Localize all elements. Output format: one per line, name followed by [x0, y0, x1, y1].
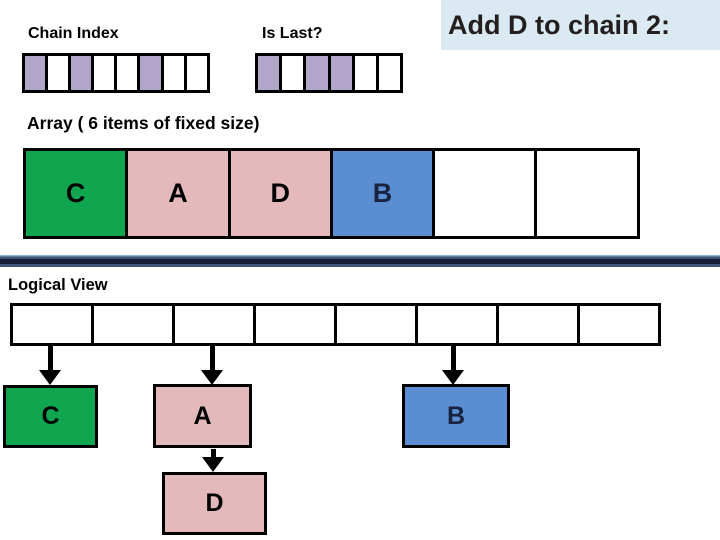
chain-index-label: Chain Index — [28, 25, 119, 42]
array-cells-cell — [534, 148, 640, 239]
is-last-cells-cell — [375, 53, 404, 93]
node-box-a: A — [153, 384, 252, 448]
arrow-head — [202, 457, 224, 472]
is-last-label: Is Last? — [262, 25, 323, 42]
arrow-down-to-node-c-icon — [39, 346, 61, 385]
logical-view-label: Logical View — [8, 276, 108, 294]
is-last-cells-cell — [255, 53, 283, 93]
node-d-label: D — [205, 489, 224, 517]
chain-index-cells-cell — [114, 53, 141, 93]
is-last-cells-cell — [279, 53, 307, 93]
arrow-down-to-node-b-icon — [442, 346, 464, 385]
logical-view-cells-cell — [253, 303, 337, 346]
node-c-label: C — [41, 402, 60, 430]
array-label: Array ( 6 items of fixed size) — [27, 113, 260, 133]
logical-view-cells-cell — [496, 303, 580, 346]
chain-index-cells — [22, 53, 210, 93]
arrow-head — [39, 370, 61, 385]
arrow-stem — [47, 346, 53, 370]
arrow-stem — [210, 449, 216, 457]
array-cells-cell: C — [23, 148, 129, 239]
node-box-c: C — [3, 385, 98, 448]
logical-view-cells-cell — [334, 303, 418, 346]
is-last-cells — [255, 53, 404, 93]
logical-view-cells — [10, 303, 661, 346]
chain-index-cells-cell — [22, 53, 49, 93]
is-last-cells-cell — [303, 53, 331, 93]
node-box-d: D — [162, 472, 267, 535]
node-b-label: B — [446, 401, 466, 430]
arrow-node-a-to-node-d-icon — [202, 449, 224, 472]
is-last-cells-cell — [327, 53, 355, 93]
logical-view-cells-cell — [577, 303, 661, 346]
arrow-stem — [209, 346, 215, 370]
page-title: Add D to chain 2: — [441, 0, 720, 50]
arrow-down-to-node-a-icon — [201, 346, 223, 385]
array-cells-cell — [432, 148, 538, 239]
array-cells-cell: D — [227, 148, 333, 239]
is-last-cells-cell — [351, 53, 379, 93]
section-divider — [0, 255, 720, 267]
logical-view-cells-cell — [415, 303, 499, 346]
logical-view-cells-cell — [172, 303, 256, 346]
chain-index-cells-cell — [183, 53, 210, 93]
array-cells-cell: B — [329, 148, 436, 239]
arrow-head — [201, 370, 223, 385]
node-box-b: B — [402, 384, 510, 448]
arrow-head — [442, 370, 464, 385]
node-a-label: A — [193, 401, 212, 430]
logical-view-cells-cell — [10, 303, 94, 346]
arrow-stem — [450, 346, 456, 370]
array-cells-cell: A — [125, 148, 231, 239]
logical-view-cells-cell — [91, 303, 175, 346]
